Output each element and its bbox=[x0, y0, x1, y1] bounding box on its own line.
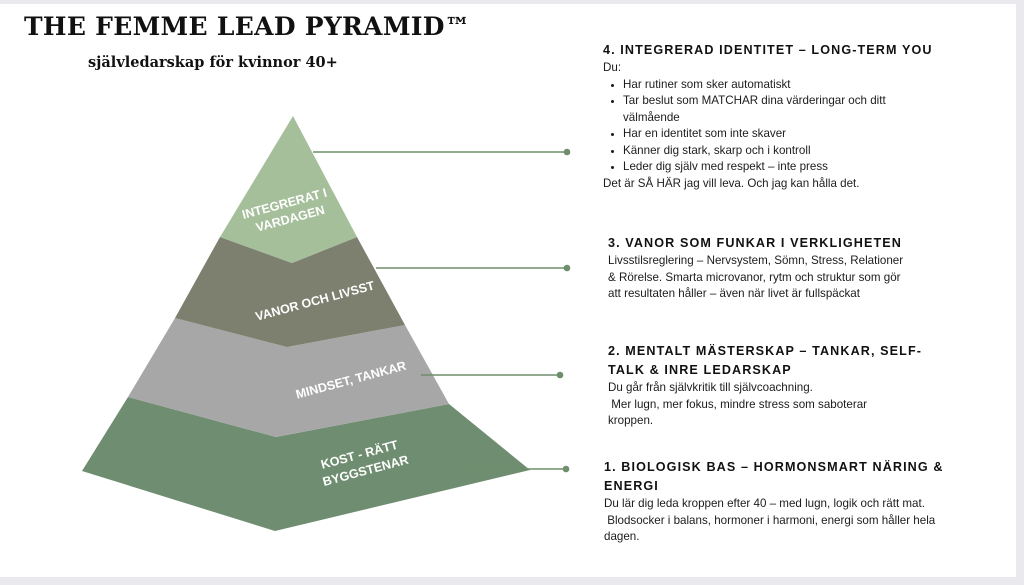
level-1-description: 1. BIOLOGISK BAS – HORMONSMART NÄRING & … bbox=[604, 458, 1004, 546]
level-3-line: att resultaten håller – även när livet ä… bbox=[608, 287, 860, 300]
level-3-line: & Rörelse. Smarta microvanor, rytm och s… bbox=[608, 270, 901, 284]
level-3-heading: 3. VANOR SOM FUNKAR I VERKLIGHETEN bbox=[608, 236, 902, 250]
level-1-heading-line: ENERGI bbox=[604, 479, 659, 493]
pyramid-level-1 bbox=[82, 397, 530, 531]
level-3-description: 3. VANOR SOM FUNKAR I VERKLIGHETEN Livss… bbox=[608, 234, 998, 303]
level-4-outro: Det är SÅ HÄR jag vill leva. Och jag kan… bbox=[603, 176, 860, 190]
level-1-heading-line: 1. BIOLOGISK BAS – HORMONSMART NÄRING & bbox=[604, 460, 944, 474]
connector-dot-3 bbox=[563, 264, 571, 272]
level-4-intro: Du: bbox=[603, 61, 622, 74]
level-4-heading: 4. INTEGRERAD IDENTITET – LONG-TERM YOU bbox=[603, 43, 933, 57]
level-3-line: Livsstilsreglering – Nervsystem, Sömn, S… bbox=[608, 254, 904, 267]
pyramid-level-4 bbox=[220, 116, 357, 263]
level-4-bullet: Har en identitet som inte skaver bbox=[623, 126, 963, 143]
level-4-bullet: Känner dig stark, skarp och i kontroll bbox=[623, 143, 963, 160]
connector-dot-2 bbox=[556, 371, 564, 379]
connector-dot-4 bbox=[563, 148, 571, 156]
connector-dot-1 bbox=[562, 465, 570, 473]
level-2-heading-line: 2. MENTALT MÄSTERSKAP – TANKAR, SELF- bbox=[608, 344, 923, 358]
level-2-heading-line: TALK & INRE LEDARSKAP bbox=[608, 363, 792, 377]
level-2-line: Du går från självkritik till självcoachn… bbox=[608, 381, 813, 394]
level-1-line: Blodsocker i balans, hormoner i harmoni,… bbox=[604, 513, 936, 527]
level-2-line: Mer lugn, mer fokus, mindre stress som s… bbox=[608, 397, 868, 411]
level-4-description: 4. INTEGRERAD IDENTITET – LONG-TERM YOU … bbox=[603, 41, 963, 192]
pyramid-level-3 bbox=[175, 237, 405, 347]
level-2-line: kroppen. bbox=[608, 414, 654, 427]
level-4-bullet: Har rutiner som sker automatiskt bbox=[623, 77, 963, 94]
level-4-bullet: Tar beslut som MATCHAR dina värderingar … bbox=[623, 93, 938, 126]
level-2-description: 2. MENTALT MÄSTERSKAP – TANKAR, SELF- TA… bbox=[608, 342, 998, 430]
page-subtitle: självledarskap för kvinnor 40+ bbox=[88, 54, 338, 71]
pyramid-level-2 bbox=[128, 318, 449, 437]
level-4-bullet-list: Har rutiner som sker automatiskt Tar bes… bbox=[603, 77, 963, 176]
level-1-line: Du lär dig leda kroppen efter 40 – med l… bbox=[604, 497, 925, 510]
level-4-bullet: Leder dig själv med respekt – inte press bbox=[623, 159, 963, 176]
page-title: THE FEMME LEAD PYRAMID™ bbox=[24, 12, 471, 41]
level-1-line: dagen. bbox=[604, 530, 640, 543]
